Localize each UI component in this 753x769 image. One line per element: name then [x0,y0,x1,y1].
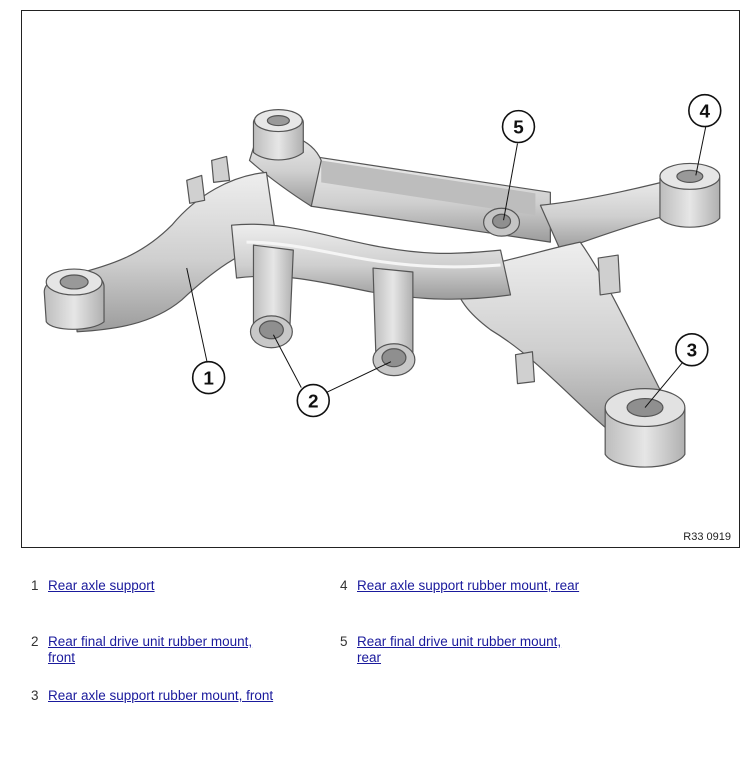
subframe-drawing [43,109,721,468]
callout-leaders [186,126,707,408]
legend-number: 3 [31,688,39,703]
svg-text:1: 1 [203,369,214,390]
legend-item-5: 5 Rear final drive unit rubber mount, re… [340,634,587,666]
legend-number: 2 [31,634,39,649]
rear-axle-support-illustration: 1 2 3 4 5 [43,93,722,468]
callout-4: 4 [688,93,722,128]
legend-item-2: 2 Rear final drive unit rubber mount, fr… [31,634,278,666]
svg-text:4: 4 [700,102,711,123]
front-cross-tube [230,223,512,300]
legend-link-axle-support-mount-front[interactable]: Rear axle support rubber mount, front [48,688,274,703]
svg-text:3: 3 [687,341,698,362]
legend-number: 1 [31,578,39,593]
legend-number: 5 [340,634,348,649]
callout-1: 1 [191,360,226,395]
callout-3: 3 [675,332,709,367]
svg-text:2: 2 [308,392,319,413]
legend-link-final-drive-mount-front[interactable]: Rear final drive unit rubber mount, fron… [48,634,253,665]
legend-number: 4 [340,578,348,593]
svg-text:5: 5 [513,118,524,139]
legend-item-1: 1 Rear axle support [31,578,278,594]
legend-link-final-drive-mount-rear[interactable]: Rear final drive unit rubber mount, rear [357,634,562,665]
callout-5: 5 [501,109,536,144]
legend-link-axle-support-mount-rear[interactable]: Rear axle support rubber mount, rear [357,578,580,593]
legend-link-rear-axle-support[interactable]: Rear axle support [48,578,155,593]
legend-item-3: 3 Rear axle support rubber mount, front [31,688,278,704]
figure-rear-axle-support: 1 2 3 4 5 R33 0919 [21,10,740,548]
legend-item-4: 4 Rear axle support rubber mount, rear [340,578,587,594]
figure-reference-code: R33 0919 [683,531,731,543]
callout-2: 2 [296,383,330,418]
